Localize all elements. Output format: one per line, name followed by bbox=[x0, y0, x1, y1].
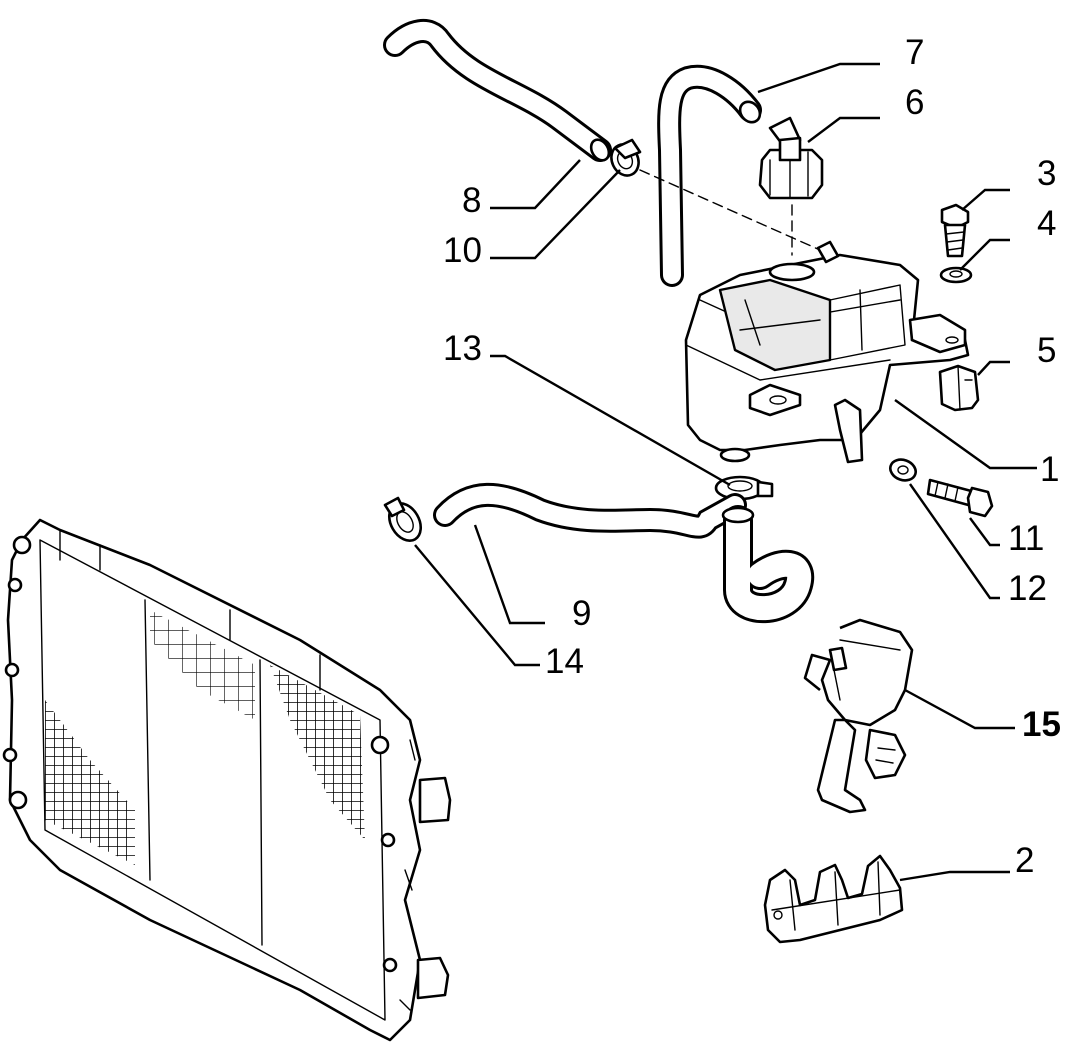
leader-lines bbox=[414, 62, 1037, 882]
bracket-15 bbox=[803, 618, 914, 814]
callout-14: 14 bbox=[545, 642, 584, 681]
clamp-13 bbox=[714, 475, 774, 501]
expansion-tank-1 bbox=[684, 240, 970, 464]
callout-13: 13 bbox=[443, 329, 482, 368]
screw-3 bbox=[940, 203, 970, 258]
clamp-14 bbox=[383, 496, 423, 542]
callout-15: 15 bbox=[1022, 705, 1061, 744]
callout-10: 10 bbox=[443, 231, 482, 270]
callout-8: 8 bbox=[462, 181, 481, 220]
cap-6 bbox=[758, 116, 824, 200]
callout-1: 1 bbox=[1040, 450, 1059, 489]
hose-8 bbox=[383, 19, 612, 162]
callout-4: 4 bbox=[1037, 204, 1056, 243]
radiator bbox=[2, 518, 452, 1042]
bush-5 bbox=[938, 364, 980, 412]
callout-9: 9 bbox=[572, 594, 591, 633]
clamp-10 bbox=[610, 138, 642, 177]
callout-6: 6 bbox=[905, 83, 924, 122]
callout-12: 12 bbox=[1008, 569, 1047, 608]
washer-4 bbox=[939, 266, 973, 284]
hose-9 bbox=[433, 482, 815, 624]
washer-12 bbox=[889, 458, 917, 482]
screw-11 bbox=[926, 478, 994, 518]
clip-2 bbox=[763, 854, 904, 944]
callout-2: 2 bbox=[1015, 841, 1034, 880]
callout-7: 7 bbox=[905, 33, 924, 72]
callout-11: 11 bbox=[1008, 519, 1044, 558]
hose-7 bbox=[657, 64, 762, 287]
callout-labels: 1 2 3 4 5 6 7 8 9 10 11 12 13 14 15 bbox=[443, 33, 1061, 880]
callout-3: 3 bbox=[1037, 154, 1056, 193]
callout-5: 5 bbox=[1037, 331, 1056, 370]
